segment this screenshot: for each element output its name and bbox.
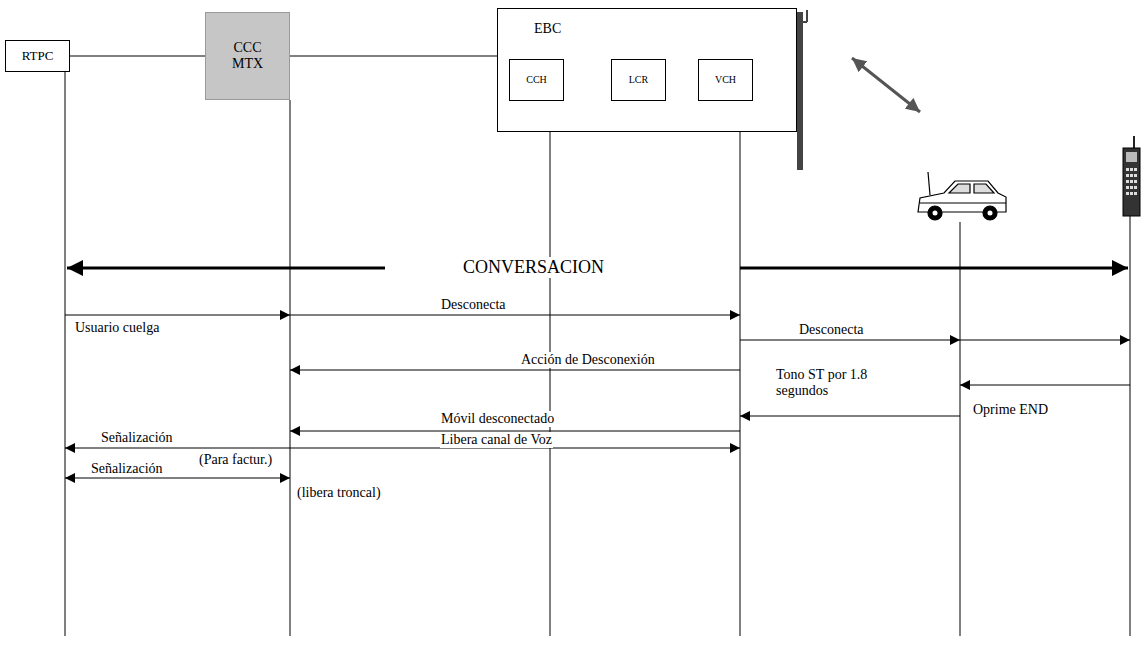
message-label: Tono ST por 1.8 segundos bbox=[775, 367, 912, 399]
link-line bbox=[70, 56, 205, 57]
message-label: Usuario cuelga bbox=[74, 320, 160, 336]
radio-link-arrow bbox=[852, 58, 920, 112]
message-label: Desconecta bbox=[798, 322, 865, 338]
car-icon bbox=[918, 172, 1006, 220]
phone-icon bbox=[1123, 136, 1140, 216]
message-arrows bbox=[65, 315, 1130, 478]
message-label: (Para factur.) bbox=[198, 452, 273, 468]
channel-box: LCR bbox=[611, 59, 666, 101]
node-text: LCR bbox=[629, 74, 648, 86]
message-label: Señalización bbox=[100, 430, 174, 446]
channel-box: VCH bbox=[698, 59, 753, 101]
switch-box: CCC MTX bbox=[205, 12, 290, 100]
message-label: (libera troncal) bbox=[296, 485, 382, 501]
base-station-box: EBC CCH LCR VCH bbox=[497, 8, 797, 132]
message-label: Señalización bbox=[90, 461, 164, 477]
node-text: CCH bbox=[526, 74, 547, 86]
network-box: RTPC bbox=[5, 40, 70, 72]
message-label: Oprime END bbox=[972, 402, 1049, 418]
message-label: Móvil desconectado bbox=[440, 411, 555, 427]
phase-label: CONVERSACION bbox=[462, 257, 605, 278]
node-text: VCH bbox=[715, 74, 736, 86]
message-label: Desconecta bbox=[440, 297, 507, 313]
node-text: CCC MTX bbox=[226, 40, 270, 72]
message-label: Libera canal de Voz bbox=[440, 432, 553, 448]
node-text: EBC bbox=[534, 21, 561, 37]
link-line bbox=[290, 56, 497, 57]
channel-box: CCH bbox=[509, 59, 564, 101]
lifelines bbox=[65, 72, 1130, 636]
message-label: Acción de Desconexión bbox=[520, 352, 656, 368]
node-text: RTPC bbox=[22, 49, 54, 64]
